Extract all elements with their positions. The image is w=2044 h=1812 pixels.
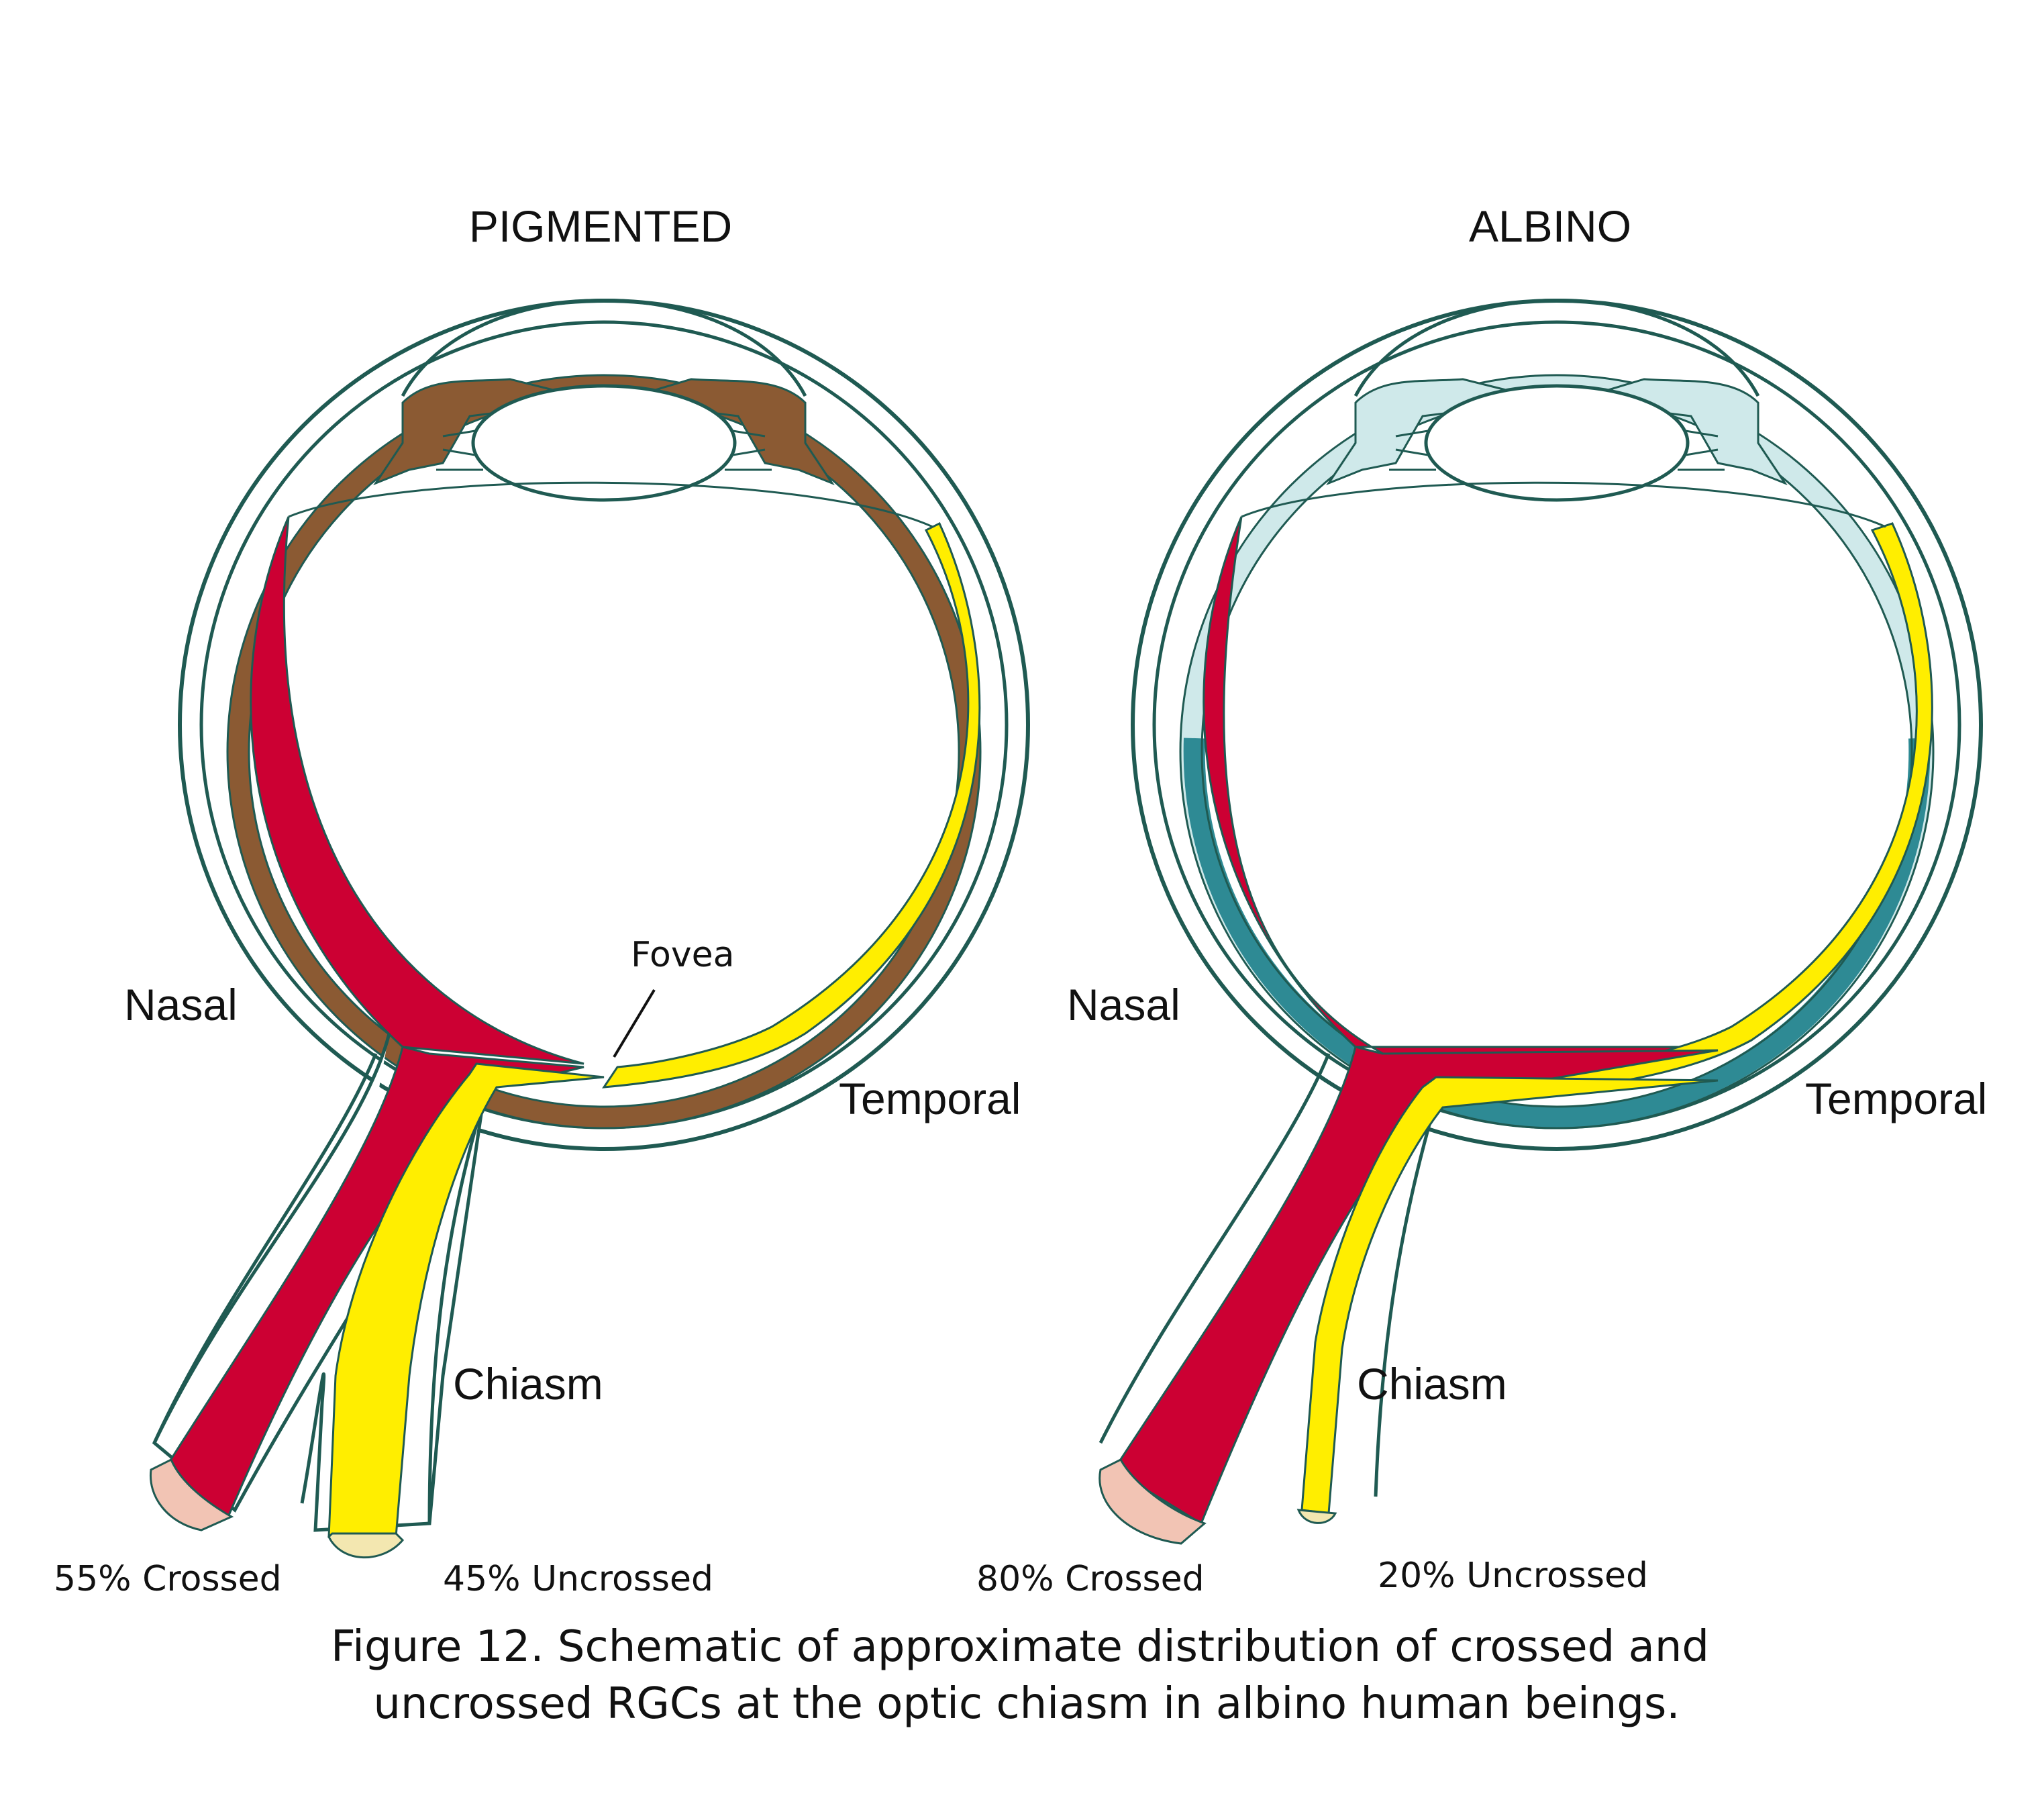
albino-uncrossed-label: 20% Uncrossed <box>1378 1556 1648 1596</box>
albino-temporal-label: Temporal <box>1805 1074 1987 1123</box>
pigmented-uncrossed-nerve-end <box>327 1532 405 1559</box>
albino-optic-nerve-outline <box>1098 1053 1438 1497</box>
albino-cornea <box>1353 299 1760 397</box>
albino-crossed-nerve-fibers <box>1112 1046 1719 1525</box>
albino-crossed-nerve-end <box>1098 1458 1207 1545</box>
albino-title: ALBINO <box>1469 201 1631 251</box>
albino-choroid-teal <box>1183 738 1931 1129</box>
pigmented-title: PIGMENTED <box>469 201 732 251</box>
caption-line-1: Figure 12. Schematic of approximate dist… <box>331 1622 1709 1672</box>
caption-line-2: uncrossed RGCs at the optic chiasm in al… <box>373 1679 1680 1729</box>
albino-choroid-outline-outer <box>1179 374 1935 1129</box>
pigmented-choroid-outline-outer <box>226 374 982 1129</box>
albino-uncrossed-nerve-fibers <box>1300 1076 1719 1515</box>
pigmented-cornea <box>401 299 807 397</box>
pigmented-uncrossed-label: 45% Uncrossed <box>443 1559 713 1599</box>
albino-crossed-label: 80% Crossed <box>976 1559 1205 1599</box>
pigmented-chiasm-label: Chiasm <box>453 1359 603 1409</box>
pigmented-temporal-label: Temporal <box>839 1074 1021 1123</box>
pigmented-fovea-label: Fovea <box>631 935 735 975</box>
pigmented-fovea-pointer <box>613 989 656 1058</box>
albino-nasal-label: Nasal <box>1067 980 1180 1029</box>
albino-lens <box>1424 384 1690 502</box>
pigmented-lens <box>471 384 737 502</box>
albino-uncrossed-nerve-end <box>1296 1509 1337 1524</box>
albino-chiasm-label: Chiasm <box>1357 1359 1507 1409</box>
pigmented-temporal-retina <box>602 521 981 1089</box>
pigmented-crossed-label: 55% Crossed <box>54 1559 282 1599</box>
pigmented-nasal-retina <box>250 516 584 1065</box>
pigmented-ora-line <box>288 481 933 528</box>
pigmented-uncrossed-nerve-fibers <box>327 1062 605 1538</box>
pigmented-crossed-nerve-end <box>149 1458 234 1531</box>
albino-ora-line <box>1241 481 1886 528</box>
albino-eye <box>1098 299 1983 1545</box>
pigmented-optic-nerve-outline <box>152 1053 485 1524</box>
pigmented-eye <box>149 299 1030 1559</box>
pigmented-nasal-label: Nasal <box>124 980 238 1029</box>
